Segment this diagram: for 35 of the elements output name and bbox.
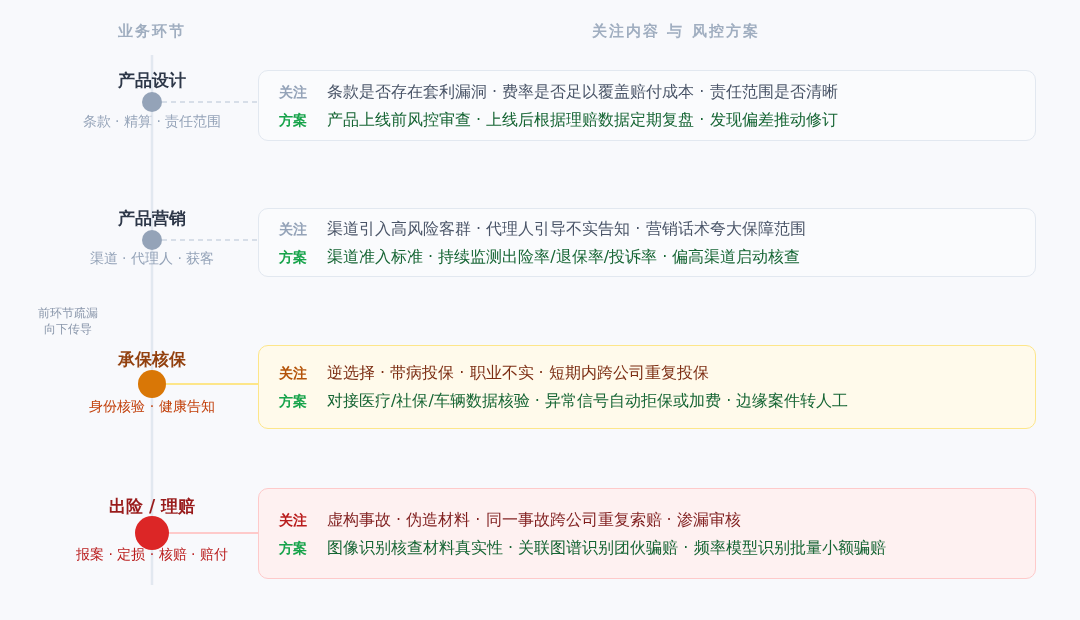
concern-text: 逆选择 · 带病投保 · 职业不实 · 短期内跨公司重复投保 [327,363,709,383]
concern-text: 渠道引入高风险客群 · 代理人引导不实告知 · 营销话术夸大保障范围 [327,218,806,239]
stage-caption: 条款 · 精算 · 责任范围 [82,112,222,131]
stage-caption: 渠道 · 代理人 · 获客 [89,249,215,268]
concern-label: 关注 [279,510,307,529]
column-heading: 关注内容 与 风控方案 [592,22,760,41]
stage-title: 产品设计 [118,69,186,92]
concern-label: 关注 [279,364,307,382]
stage-caption: 身份核验 · 健康告知 [89,397,215,416]
stage-title: 产品营销 [118,207,186,230]
solution-text: 渠道准入标准 · 持续监测出险率/退保率/投诉率 · 偏高渠道启动核查 [327,246,801,267]
solution-text: 对接医疗/社保/车辆数据核验 · 异常信号自动拒保或加费 · 边缘案件转人工 [327,391,849,411]
solution-label: 方案 [279,538,307,557]
note-text: 前环节疏漏向下传导 [37,305,99,337]
connector-line [161,239,259,241]
concern-text: 条款是否存在套利漏洞 · 费率是否足以覆盖赔付成本 · 责任范围是否清晰 [327,81,838,102]
info-panel [258,345,1036,429]
stage-title: 承保核保 [118,348,186,371]
info-panel [258,488,1036,579]
solution-label: 方案 [279,110,307,129]
concern-label: 关注 [279,82,307,101]
concern-text: 虚构事故 · 伪造材料 · 同一事故跨公司重复索赔 · 渗漏审核 [327,509,741,530]
info-panel [258,208,1036,277]
stage-caption: 报案 · 定损 · 核赔 · 赔付 [75,545,229,564]
solution-text: 产品上线前风控审查 · 上线后根据理赔数据定期复盘 · 发现偏差推动修订 [327,109,838,130]
column-heading: 业务环节 [118,22,186,41]
solution-text: 图像识别核查材料真实性 · 关联图谱识别团伙骗赔 · 频率模型识别批量小额骗赔 [327,537,886,558]
stage-title: 出险 / 理赔 [109,495,195,518]
solution-label: 方案 [279,392,307,410]
connector-line [161,101,259,103]
concern-label: 关注 [279,219,307,238]
solution-label: 方案 [279,247,307,266]
info-panel [258,70,1036,141]
connector-line [168,532,259,534]
connector-line [165,383,259,385]
